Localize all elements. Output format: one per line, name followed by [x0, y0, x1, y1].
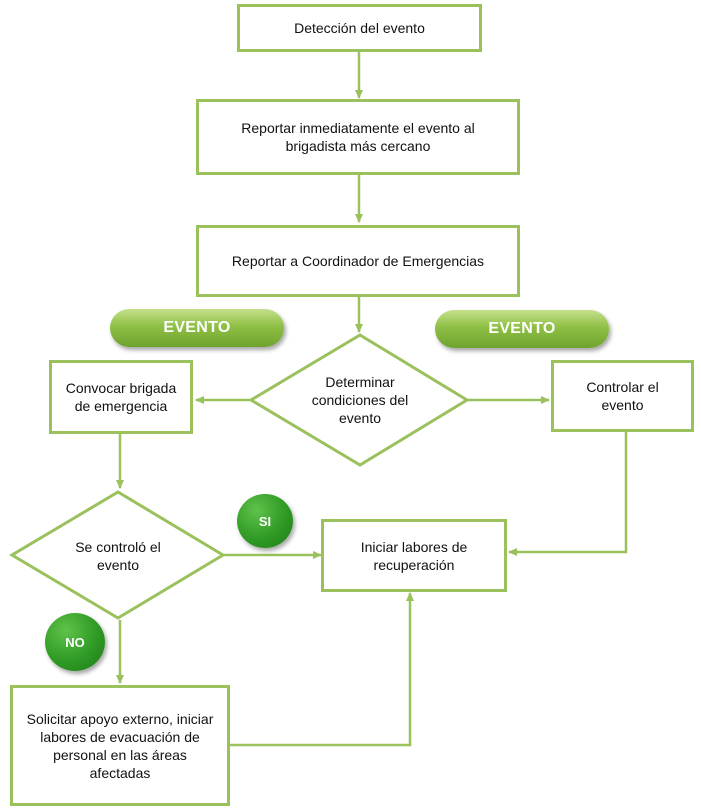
arrow-support-to-recovery: [230, 592, 414, 747]
external-support-box: Solicitar apoyo externo, iniciar labores…: [10, 685, 230, 806]
report-brigadist-box: Reportar inmediatamente el evento al bri…: [196, 99, 520, 175]
decision-diamond-determine: [248, 333, 470, 467]
decision-diamond-controlled: [9, 490, 226, 620]
yes-label: SI: [237, 494, 293, 548]
report-coordinator-box: Reportar a Coordinador de Emergencias: [196, 225, 520, 297]
control-event-box: Controlar el evento: [551, 360, 694, 432]
detect-event-box: Detección del evento: [237, 4, 482, 52]
event-label-right: EVENTO: [435, 310, 609, 348]
no-label: NO: [45, 613, 105, 671]
convene-brigade-box: Convocar brigada de emergencia: [49, 360, 193, 434]
arrow-control-to-recovery: [508, 430, 628, 556]
controlled-decision-text: Se controló el evento: [75, 539, 161, 573]
recovery-box: Iniciar labores de recuperación: [321, 519, 507, 592]
event-label-left: EVENTO: [110, 309, 284, 347]
determine-conditions-text: Determinar condiciones del evento: [311, 374, 409, 426]
